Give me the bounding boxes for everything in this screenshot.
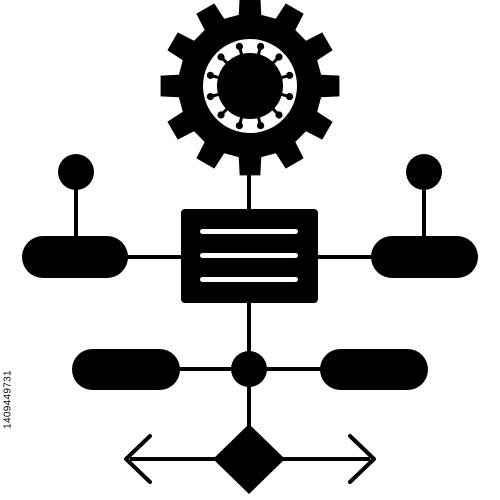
left-pin-head	[58, 154, 94, 190]
virus-spike-tip	[217, 53, 225, 61]
document-lines-icon	[181, 209, 318, 303]
watermark-id: 1409449731	[2, 370, 14, 429]
document-line-1	[200, 229, 298, 234]
virus-spike-tip	[206, 93, 214, 101]
hub-node	[231, 351, 267, 387]
decision-diamond	[213, 424, 285, 494]
right-arrowhead	[348, 434, 376, 484]
virus-spike-tip	[286, 71, 294, 79]
document-line-3	[200, 277, 298, 282]
double-arrow-icon	[124, 434, 376, 484]
hub-row	[72, 349, 428, 390]
virus-spike-tip	[275, 53, 283, 61]
virus-spike-tip	[235, 42, 243, 50]
hub-right-pill	[320, 349, 428, 390]
virus-spike-tip	[206, 71, 214, 79]
virus-spike-tip	[217, 111, 225, 119]
right-pill	[371, 236, 478, 278]
left-pin-icon	[22, 154, 128, 278]
virus-spike-tip	[286, 93, 294, 101]
virus-spike-tip	[257, 122, 265, 130]
right-pin-icon	[371, 154, 478, 278]
diamond-icon	[213, 424, 285, 494]
virus-spikes	[206, 42, 294, 130]
left-arrowhead	[124, 434, 152, 484]
right-pin-head	[406, 154, 442, 190]
connector-lines	[74, 150, 426, 461]
virus-spike-tip	[235, 122, 243, 130]
document-line-2	[200, 253, 298, 258]
virus-spike-tip	[257, 42, 265, 50]
virus-spike-tip	[275, 111, 283, 119]
gear-with-virus-icon	[160, 0, 340, 176]
left-pill	[22, 236, 128, 278]
hub-left-pill	[72, 349, 180, 390]
virus-core	[217, 53, 283, 119]
